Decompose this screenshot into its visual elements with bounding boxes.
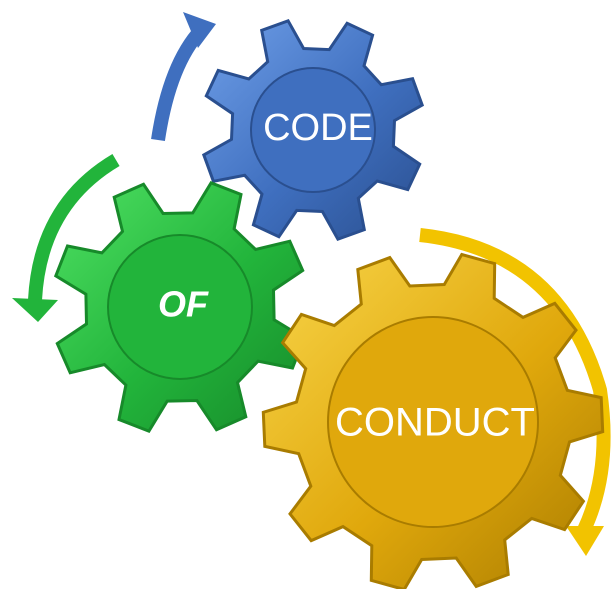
green-arrowhead-icon [12, 298, 58, 322]
blue-arrowhead-icon [183, 12, 216, 48]
yellow-rotation-arrow-icon [419, 228, 611, 533]
yellow-arrowhead-icon [566, 526, 604, 556]
gear-code-hub [250, 67, 376, 193]
gear-of-hub [107, 234, 253, 380]
gear-conduct-label: CONDUCT [335, 401, 535, 445]
gear-code: CODE [201, 18, 425, 242]
gear-conduct: CONDUCT [261, 252, 605, 589]
gear-of-label: OF [158, 284, 209, 325]
gear-conduct-hub [327, 316, 539, 528]
gear-of: OF [53, 180, 307, 434]
gear-code-label: CODE [263, 107, 373, 149]
green-rotation-arrow-icon [28, 153, 120, 301]
